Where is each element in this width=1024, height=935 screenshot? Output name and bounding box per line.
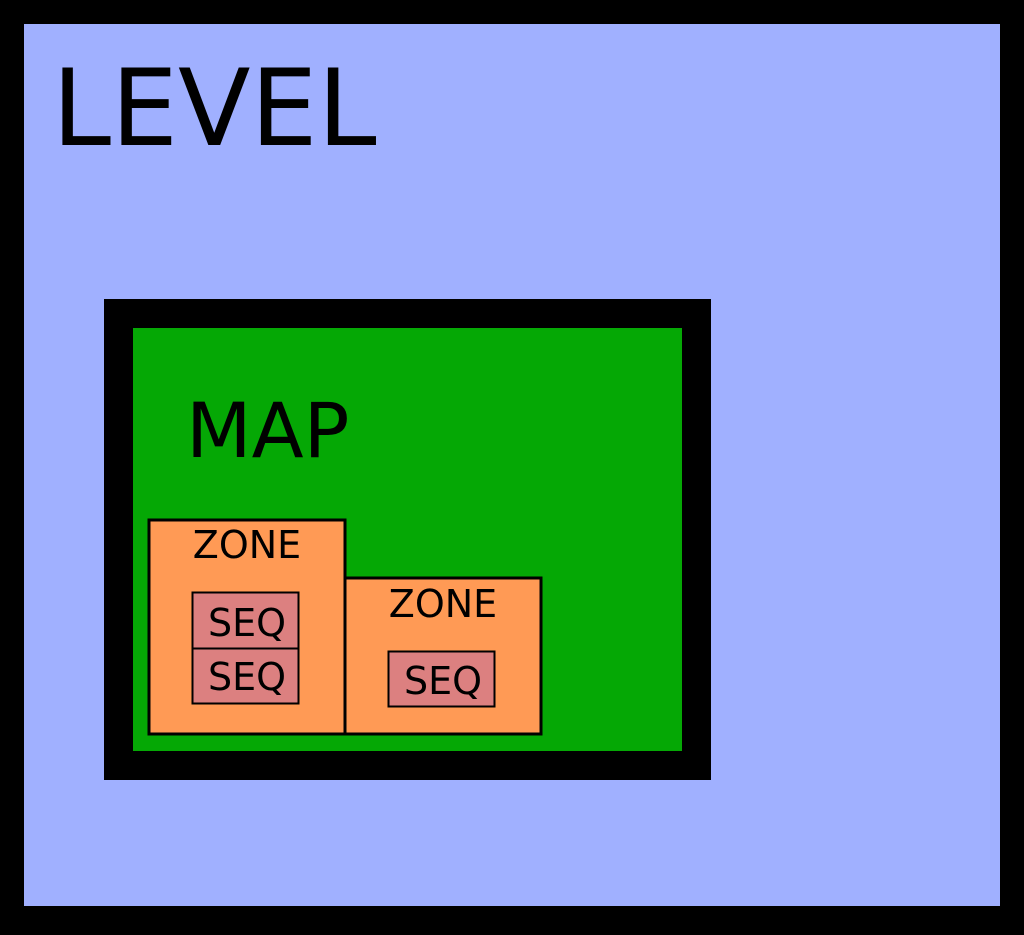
zone-box-1: ZONE SEQ SEQ (147, 518, 347, 736)
level-label: LEVEL (52, 47, 377, 170)
zone-label: ZONE (389, 582, 497, 626)
seq-box: SEQ (191, 647, 300, 705)
seq-label: SEQ (208, 655, 286, 699)
seq-box: SEQ (387, 650, 496, 708)
seq-frame (387, 650, 496, 708)
seq-frame (191, 647, 300, 705)
seq-label: SEQ (404, 659, 482, 703)
map-label: MAP (186, 386, 349, 475)
seq-label: SEQ (208, 601, 286, 645)
zone-box-2: ZONE SEQ (343, 576, 543, 736)
seq-box: SEQ (191, 591, 300, 650)
zone-label: ZONE (193, 523, 301, 567)
